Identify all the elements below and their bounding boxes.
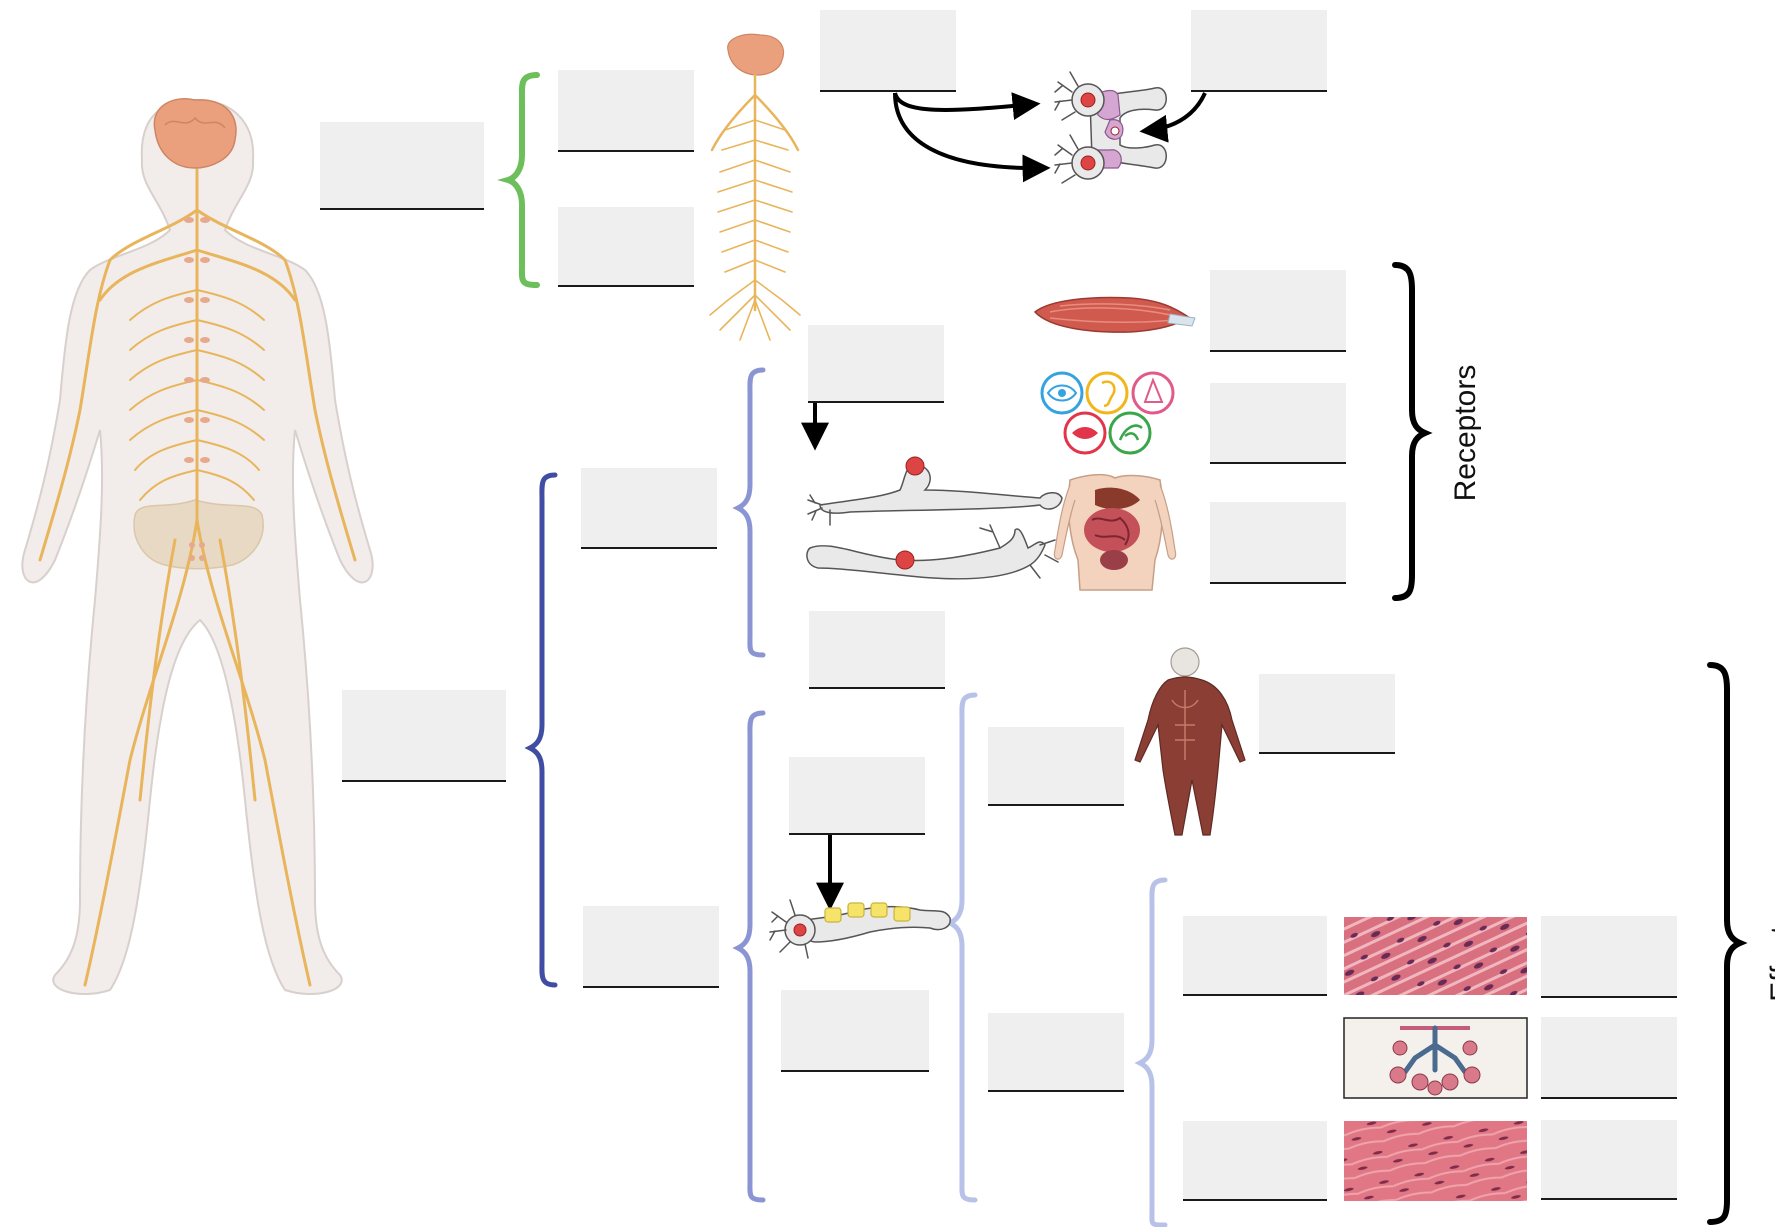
green-brace (508, 75, 537, 285)
blank-efferent[interactable] (583, 906, 719, 988)
light-blue-brace-effectors (1140, 880, 1165, 1225)
dark-blue-brace (530, 475, 555, 985)
blank-motor-neurons[interactable] (781, 990, 929, 1072)
cardiac-tissue-image (1344, 917, 1527, 995)
blank-sensory-division[interactable] (808, 325, 944, 403)
blank-cns[interactable] (558, 70, 694, 152)
blank-interneurons-1[interactable] (820, 10, 956, 92)
blank-skeletal-muscle[interactable] (1259, 674, 1395, 754)
blank-somatic[interactable] (988, 727, 1124, 806)
blank-parasympathetic[interactable] (1183, 1121, 1327, 1201)
smooth-muscle-image (1344, 1121, 1527, 1201)
motor-neuron-icon (770, 828, 950, 958)
blank-brain-or-spinal-cord[interactable] (558, 207, 694, 287)
gland-icon (1344, 1018, 1527, 1098)
receptors-brace (1395, 265, 1425, 598)
blank-sensory-neurons[interactable] (809, 611, 945, 689)
blank-cardiac-muscle[interactable] (1541, 916, 1677, 998)
brain-spinal-cord-icon (710, 34, 800, 340)
blank-afferent[interactable] (581, 468, 717, 549)
blank-smooth-muscle[interactable] (1541, 1120, 1677, 1200)
blank-autonomic[interactable] (988, 1013, 1124, 1092)
blank-pns[interactable] (342, 690, 506, 782)
effectors-label: Effectors (1765, 883, 1775, 1003)
mid-blue-brace-sensory (738, 370, 763, 655)
receptors-label: Receptors (1449, 363, 1485, 503)
skeletal-muscle-icon (1035, 298, 1195, 333)
light-blue-brace-somatic-autonomic (950, 695, 975, 1200)
muscular-body-icon (1135, 648, 1245, 835)
blank-interneurons-2[interactable] (1191, 10, 1327, 92)
blank-motor-division[interactable] (789, 757, 925, 835)
blank-glands[interactable] (1541, 1017, 1677, 1099)
senses-circles-icon (1042, 373, 1173, 453)
blank-visceral-receptor[interactable] (1210, 502, 1346, 584)
effectors-brace (1710, 665, 1740, 1222)
mid-blue-brace-motor (738, 713, 763, 1200)
blank-special-senses-receptor[interactable] (1210, 383, 1346, 464)
blank-nervous-system[interactable] (320, 122, 484, 210)
blank-muscle-receptor[interactable] (1210, 270, 1346, 352)
human-nervous-system-figure (22, 99, 372, 994)
sensory-neurons-icon (807, 400, 1062, 579)
blank-sympathetic[interactable] (1183, 916, 1327, 996)
torso-organs-icon (1054, 475, 1175, 590)
